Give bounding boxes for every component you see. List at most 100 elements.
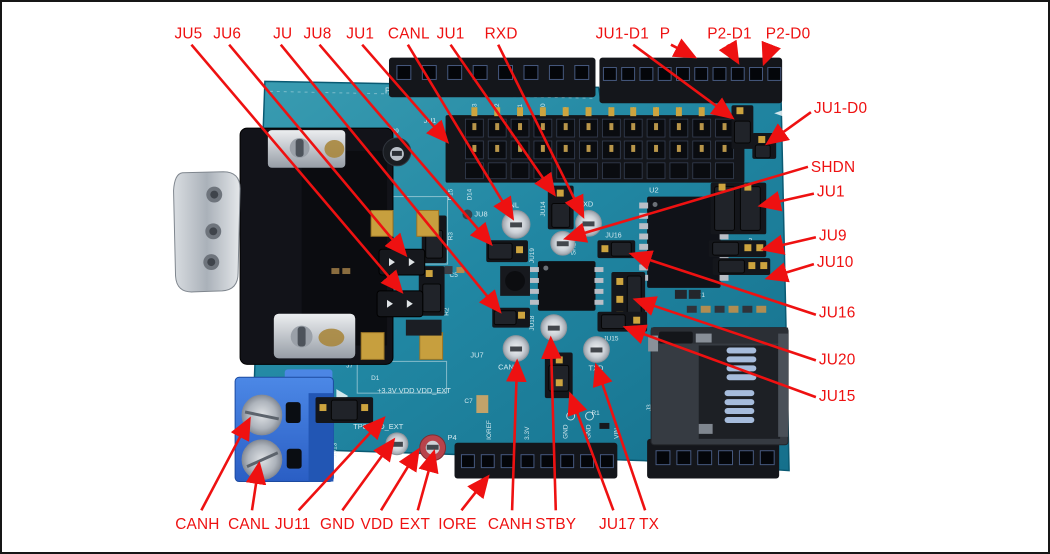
gold-pin (471, 107, 478, 117)
db9-connector (173, 127, 394, 365)
jumper-cap (551, 203, 571, 228)
silkscreen-text: D1 (371, 375, 380, 382)
smd (756, 305, 767, 313)
gold-pin (675, 107, 682, 117)
sd-contact (724, 416, 755, 423)
gold-pin (319, 404, 327, 412)
annotation-line-tx (592, 362, 647, 511)
pin-hole (602, 67, 617, 81)
silkscreen-text: P4 (448, 433, 457, 442)
gold-pin (585, 107, 592, 117)
silkscreen-text: J7 (346, 362, 353, 369)
jumper-cap (712, 241, 739, 256)
annotation-line-canl (245, 460, 267, 511)
block-cell (692, 162, 712, 180)
gold-pin (758, 136, 766, 143)
silkscreen-text: U2 (649, 186, 659, 195)
silkscreen-text: JU8 (474, 209, 487, 218)
smd (700, 305, 711, 313)
smd (456, 267, 465, 274)
annotation-label-ju16: JU16 (819, 305, 856, 322)
annotation-line-gnd (341, 437, 396, 512)
smd (688, 289, 701, 299)
annotation-label-ju1: JU1 (437, 26, 465, 43)
pin-hole (574, 65, 590, 80)
shunt-mark (387, 299, 393, 308)
annotation-line-ju20 (632, 296, 817, 362)
jumper-cap (626, 275, 642, 317)
gold-glint (472, 144, 477, 152)
ic-pin (529, 288, 539, 294)
annotation-line-ju10 (764, 262, 815, 283)
shunt-mark (388, 258, 395, 267)
ic-pin (639, 233, 649, 240)
gold-pin (562, 107, 569, 117)
silkscreen-text: R1 (592, 410, 601, 417)
header-p4 (454, 442, 618, 479)
test-point-slot (590, 347, 603, 353)
pin-hole (767, 67, 782, 81)
jumper-shunt (376, 290, 424, 318)
annotation-line-shdn (562, 165, 809, 243)
silkscreen-text: IOREF (486, 420, 493, 440)
annotation-label-rxd: RXD (485, 26, 518, 43)
silkscreen-text: JU19 (529, 248, 536, 263)
gold-glint (699, 123, 704, 131)
shunt-mark (408, 258, 415, 267)
silkscreen-text: C1 (697, 292, 706, 299)
annotation-label-p: P (660, 26, 670, 43)
smd (686, 305, 697, 313)
db9-bottom-bracket (273, 313, 356, 359)
gold-pin (760, 262, 768, 270)
gold-glint (586, 123, 591, 131)
test-point-slot (510, 346, 523, 352)
sd-contact (724, 399, 755, 406)
smd (342, 268, 351, 275)
gold-pad (360, 332, 385, 360)
ic-pin (594, 267, 604, 273)
sd-contact (726, 347, 757, 354)
annotation-label-gnd: GND (320, 516, 355, 533)
silkscreen-text: 3.3V (524, 426, 531, 440)
block-cell (669, 162, 689, 180)
testpoint-tp9 (382, 137, 412, 167)
ic-pin (719, 274, 729, 281)
ic-pin (639, 264, 649, 271)
gold-pin (633, 316, 641, 324)
gold-glint (518, 144, 523, 152)
annotation-line-vdd (379, 447, 420, 511)
silkscreen-text: GND (563, 424, 570, 439)
ic-pin (639, 223, 649, 230)
block-cell (579, 162, 598, 180)
gold-glint (495, 123, 500, 131)
annotation-line-ju8 (318, 43, 493, 247)
smd (742, 305, 753, 313)
silkscreen-triangle (774, 108, 789, 119)
jumper-block-ju1 (445, 107, 745, 183)
pin-hole (697, 450, 713, 466)
smd (444, 266, 453, 275)
gold-glint (676, 144, 681, 152)
annotation-line-ju1-d0 (765, 111, 812, 146)
ic-pin (719, 233, 729, 240)
gold-glint (699, 144, 704, 152)
header-p1 (388, 57, 596, 98)
pin-hole (639, 67, 654, 81)
shunt-mark (406, 299, 413, 308)
jumper-cap (487, 242, 513, 260)
gold-pin (555, 379, 563, 387)
gold-glint (609, 144, 614, 152)
annotation-line-p2-d0 (761, 40, 781, 67)
pin-hole (712, 67, 727, 81)
ic-pin (594, 299, 604, 305)
gold-pin (539, 107, 546, 117)
gold-pin (361, 404, 369, 412)
jumper-shunt (378, 248, 426, 276)
block-cell (715, 162, 734, 180)
pin-hole (480, 454, 495, 469)
smd (674, 289, 687, 299)
ic-pin (594, 288, 604, 294)
pin-hole (599, 454, 614, 469)
annotation-label-p2-d0: P2-D0 (766, 26, 811, 43)
